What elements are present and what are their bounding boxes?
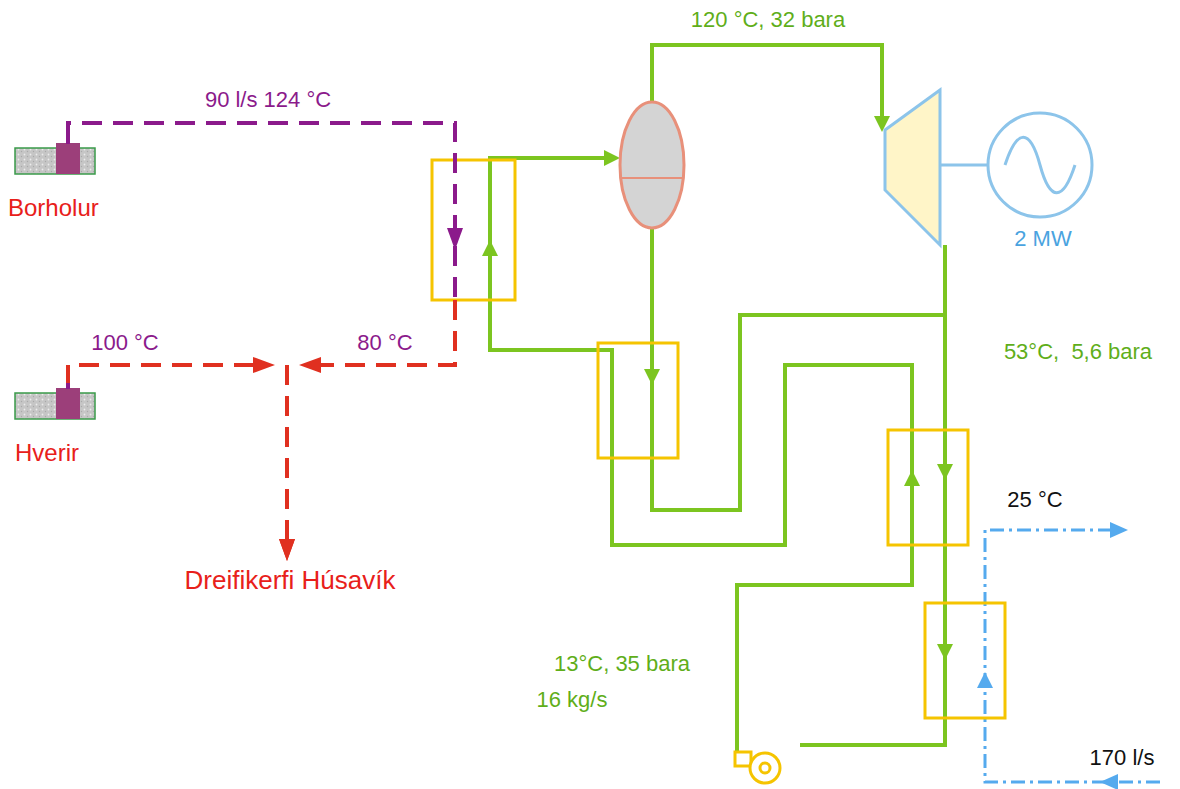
state-label: 120 °C, 32 bara — [691, 7, 845, 33]
state-label: 13°C, 35 bara — [554, 651, 690, 677]
separator-level — [622, 177, 682, 179]
pipe-connector — [68, 123, 463, 561]
node-label: Borholur — [5, 194, 136, 222]
state-label: 25 °C — [1007, 487, 1062, 513]
turbine-symbol — [885, 90, 940, 245]
node-label: Dreifikerfi Húsavík — [107, 565, 473, 595]
well-node: Hverir — [5, 383, 136, 467]
cooling-water-line — [985, 530, 1160, 782]
working-fluid-lines — [490, 45, 945, 760]
well-node: Borholur — [5, 138, 136, 222]
flow-arrows — [482, 116, 953, 660]
flow-label: 90 l/s 124 °C — [205, 87, 331, 113]
generator-symbol — [985, 108, 1095, 220]
exchanger-dividers — [473, 163, 965, 715]
state-label: 16 kg/s — [537, 687, 608, 713]
destination-node: Dreifikerfi Húsavík — [107, 565, 473, 595]
state-label: 80 °C — [357, 330, 412, 356]
state-label: 170 l/s — [1090, 745, 1155, 771]
node-label: 2 MW — [985, 226, 1101, 252]
node-label: Hverir — [5, 439, 136, 467]
separator-drum — [620, 102, 684, 228]
pump-symbol — [735, 752, 780, 783]
flow-label: 100 °C — [91, 330, 159, 356]
state-label: 53°C, 5,6 bara — [1004, 339, 1152, 365]
well-icon — [5, 138, 130, 178]
generator-node: 2 MW — [985, 108, 1101, 252]
pipe-connector — [68, 357, 295, 561]
heat-exchangers — [432, 160, 1005, 718]
turbine-shaft — [940, 164, 988, 167]
well-icon — [5, 383, 130, 423]
